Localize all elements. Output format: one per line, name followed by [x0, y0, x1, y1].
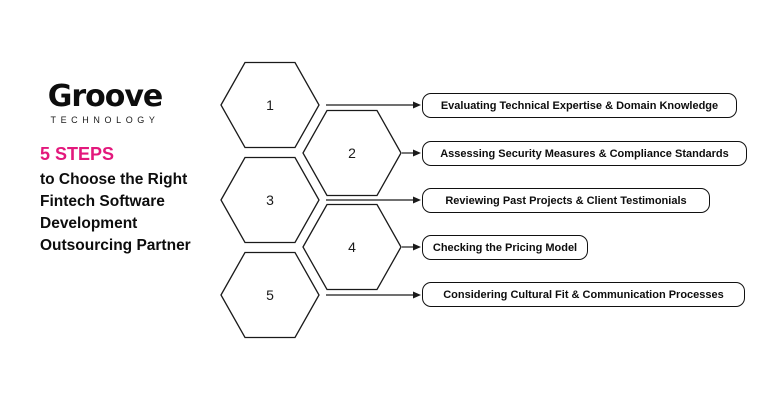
hexagon-shape-4	[302, 203, 402, 291]
step-number-3: 3	[266, 192, 274, 208]
step-label-box-5: Considering Cultural Fit & Communication…	[422, 282, 745, 307]
arrowhead-5	[413, 291, 421, 299]
hexagon-shape-5	[220, 251, 320, 339]
hexagon-shape-2	[302, 109, 402, 197]
step-label-box-3: Reviewing Past Projects & Client Testimo…	[422, 188, 710, 213]
title-line: Outsourcing Partner	[40, 237, 191, 254]
title-block: 5 STEPS to Choose the Right Fintech Soft…	[40, 143, 225, 257]
arrowhead-4	[413, 243, 421, 251]
step-label-box-2: Assessing Security Measures & Compliance…	[422, 141, 747, 166]
arrowhead-2	[413, 149, 421, 157]
title-line: Development	[40, 215, 138, 232]
arrowhead-3	[413, 196, 421, 204]
step-number-1: 1	[266, 97, 274, 113]
title-highlight: 5 STEPS	[40, 144, 115, 164]
title-line: Fintech Software	[40, 193, 165, 210]
logo-subtitle: TECHNOLOGY	[50, 115, 160, 125]
arrowhead-1	[413, 101, 421, 109]
title-line: to Choose the Right	[40, 171, 188, 188]
groove-logo: Groove TECHNOLOGY	[42, 79, 168, 126]
logo-wordmark: Groove	[47, 79, 164, 114]
step-number-4: 4	[348, 239, 356, 255]
hexagon-shape-3	[220, 156, 320, 244]
hexagon-shape-1	[220, 61, 320, 149]
step-number-5: 5	[266, 287, 274, 303]
step-label-box-4: Checking the Pricing Model	[422, 235, 588, 260]
step-label-box-1: Evaluating Technical Expertise & Domain …	[422, 93, 737, 118]
step-number-2: 2	[348, 145, 356, 161]
